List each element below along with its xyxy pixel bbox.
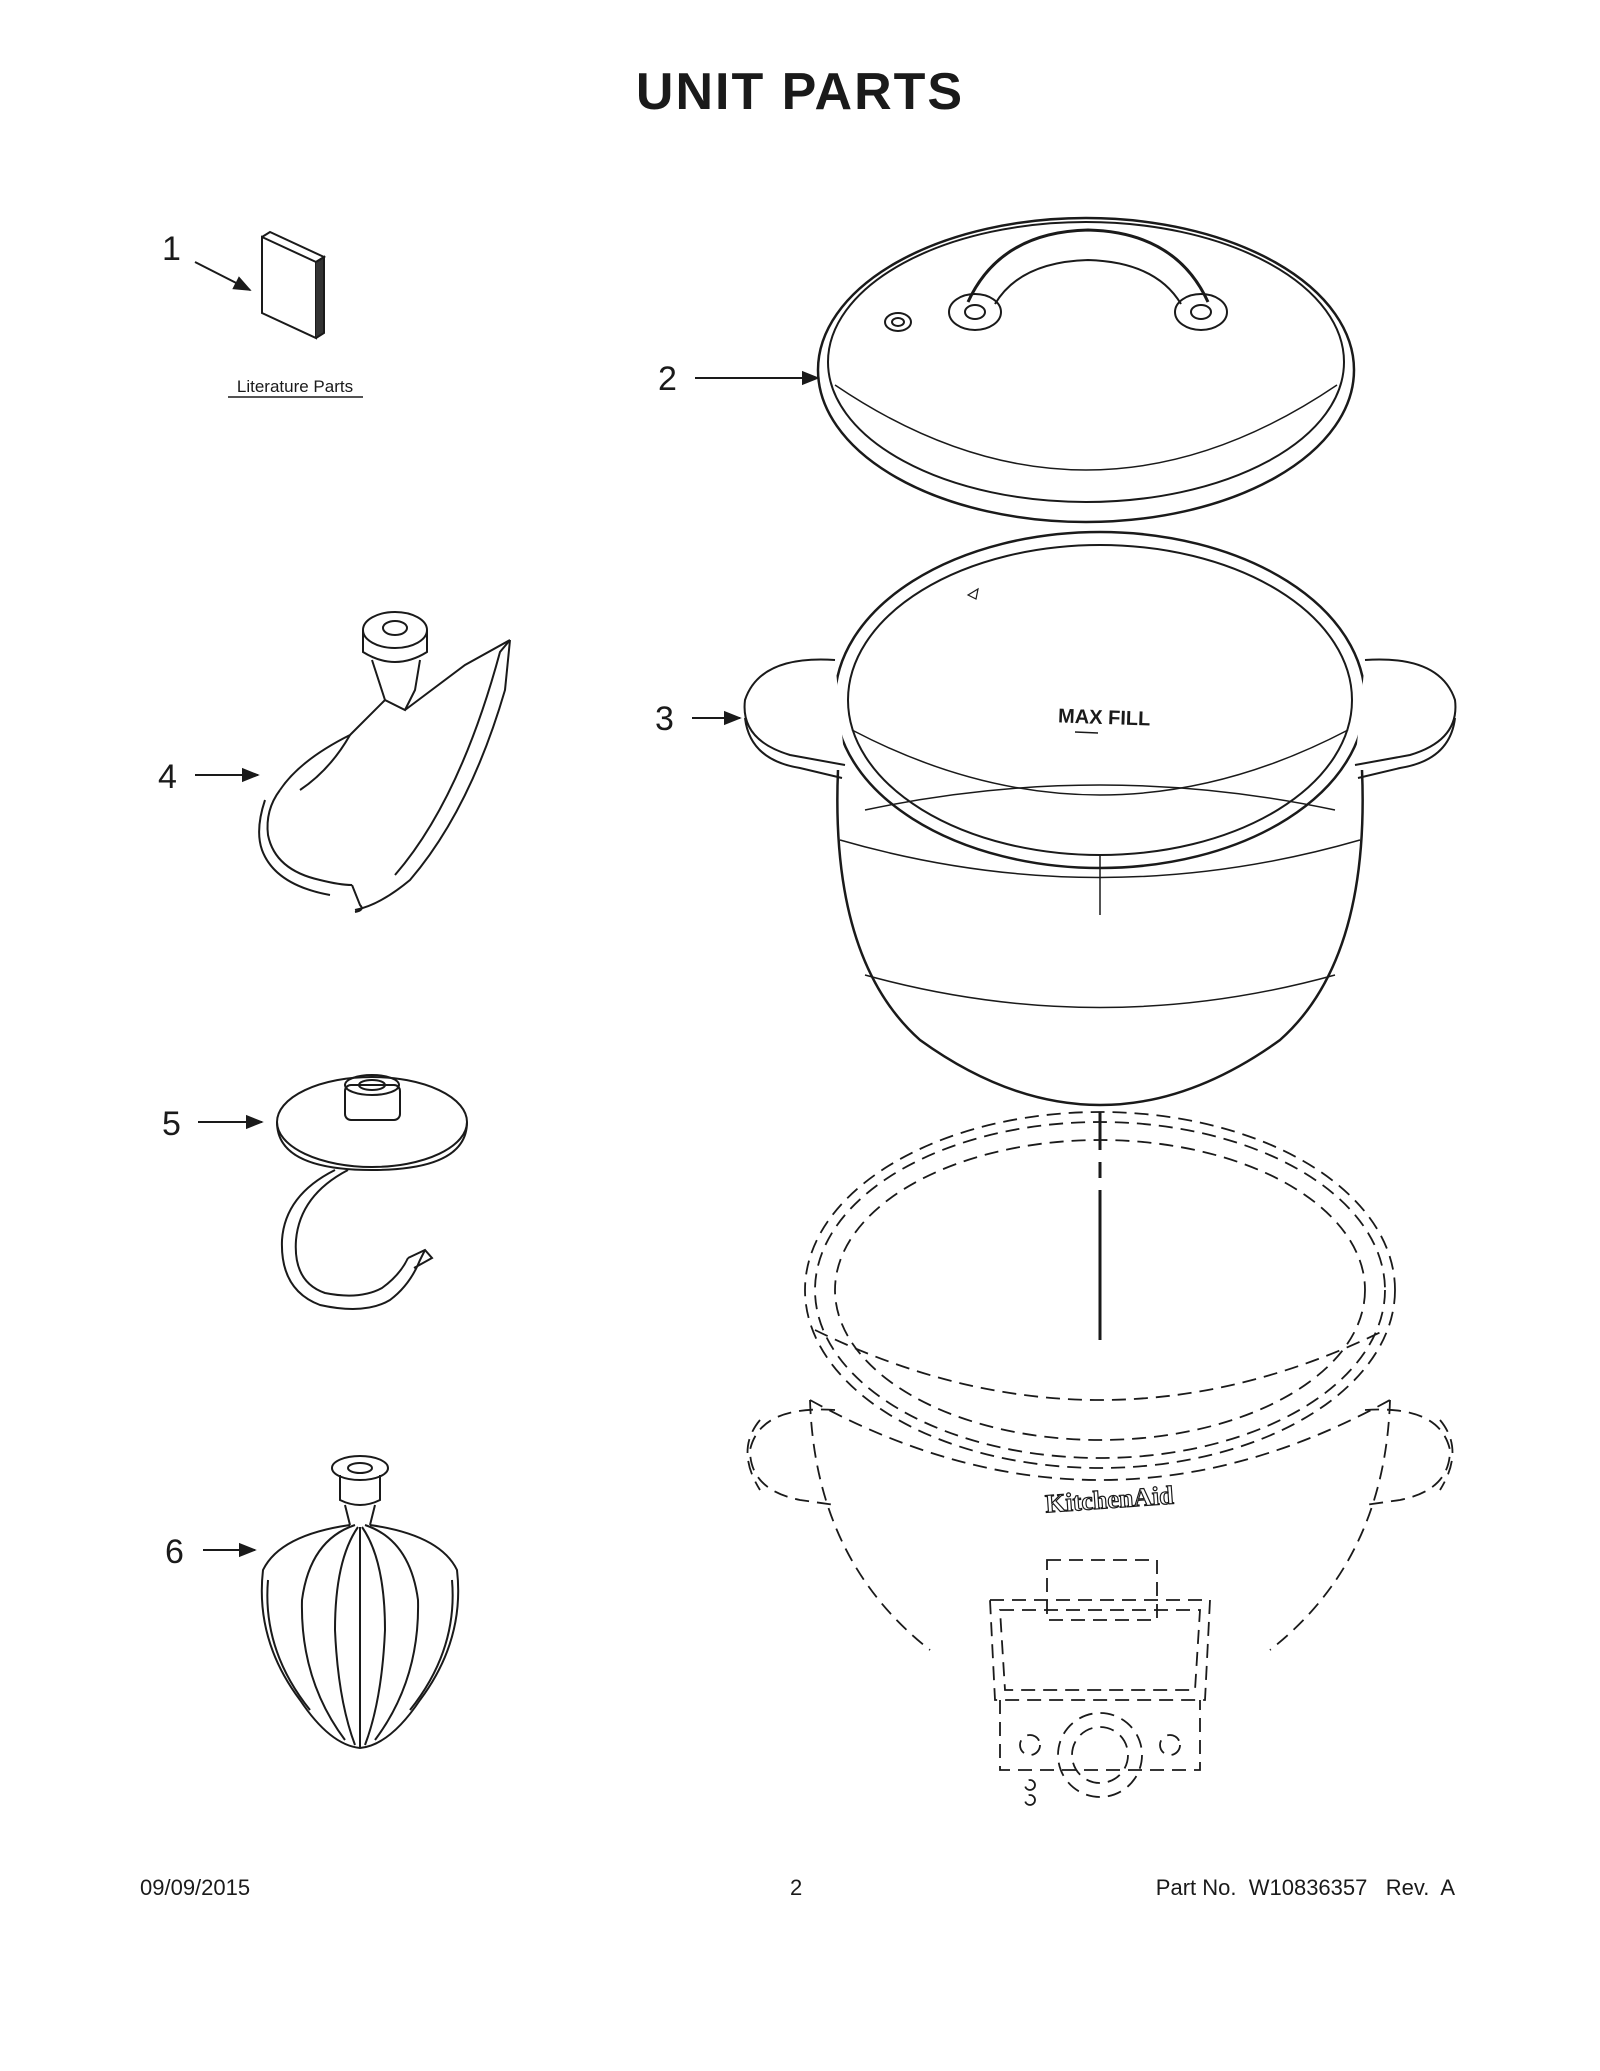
part-5-dough-hook [276, 1074, 468, 1310]
page-title: UNIT PARTS [635, 63, 965, 121]
part-1-literature-booklet [261, 230, 327, 340]
base-unit-phantom [746, 1111, 1454, 1806]
callout-1-number: 1 [162, 230, 181, 268]
part-3-bowl [743, 530, 1457, 1107]
footer-part-number: Part No. W10836357 Rev. A [1155, 1875, 1455, 1900]
callout-3-number: 3 [655, 700, 674, 738]
max-fill-label: MAX FILL [1058, 705, 1151, 730]
callout-4-number: 4 [158, 758, 177, 796]
literature-parts-label: Literature Parts [237, 377, 353, 396]
callout-5-number: 5 [162, 1105, 181, 1143]
footer-page-number: 2 [790, 1875, 803, 1900]
brand-logo-text: KitchenAid [1044, 1481, 1175, 1519]
footer-date: 09/09/2015 [140, 1875, 251, 1900]
callout-1-arrow [194, 261, 252, 291]
part-4-flat-beater [258, 611, 511, 913]
callout-2-number: 2 [658, 360, 677, 398]
callout-6-number: 6 [165, 1533, 184, 1571]
max-fill-underline [1074, 731, 1099, 734]
part-6-wire-whip [260, 1455, 460, 1750]
part-2-lid [816, 216, 1356, 524]
